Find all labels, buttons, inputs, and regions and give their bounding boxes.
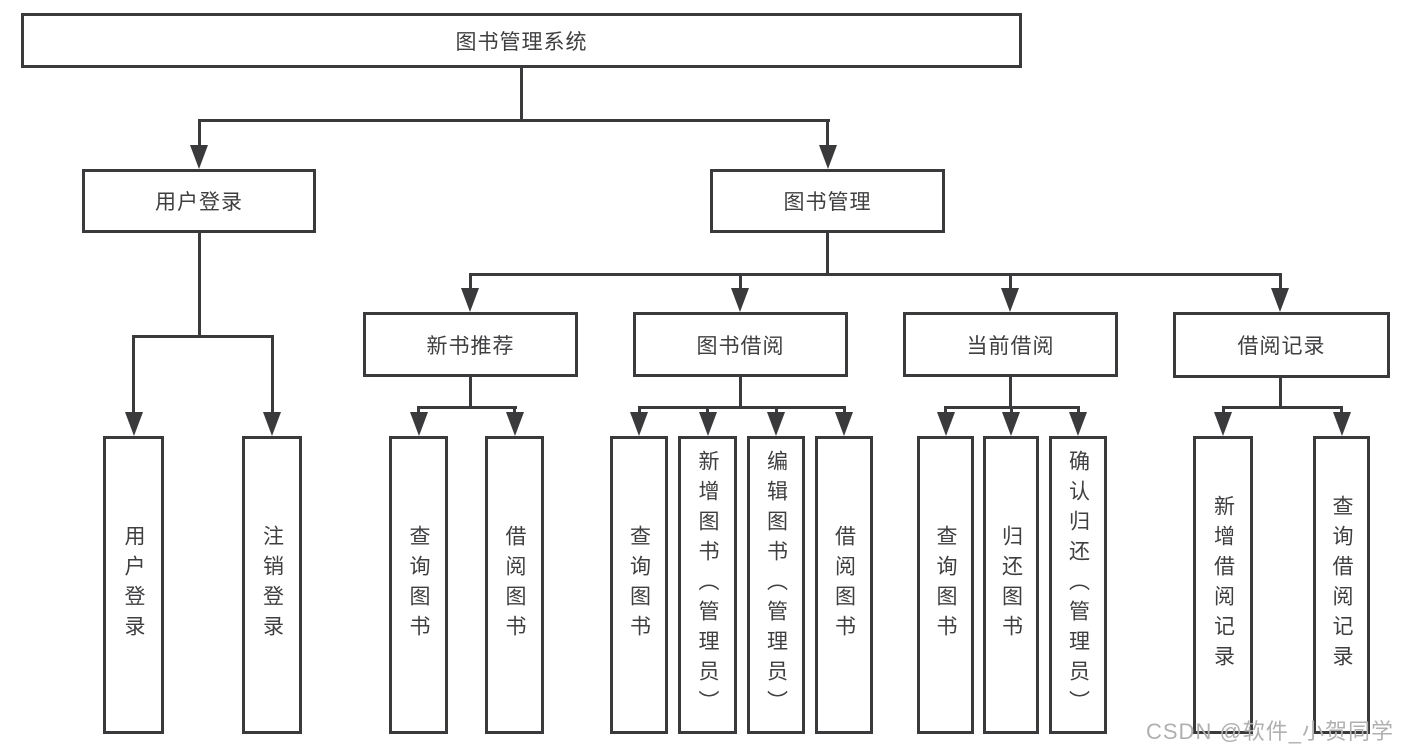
connector-arrow-down-icon <box>767 412 785 436</box>
connector-line <box>738 273 742 291</box>
csdn-watermark: CSDN @软件_小贺同学 <box>1146 719 1395 744</box>
node-current-borrowing: 当前借阅 <box>903 312 1118 377</box>
connector-line <box>826 119 829 152</box>
connector-line <box>520 68 523 120</box>
connector-arrow-down-icon <box>835 412 853 436</box>
connector-line <box>1008 273 1012 291</box>
leaf-query-books-recommend: 查询图书 <box>389 436 448 734</box>
node-borrowing-records: 借阅记录 <box>1173 312 1390 378</box>
connector-line <box>197 118 830 122</box>
leaf-add-borrow-record: 新增借阅记录 <box>1193 436 1253 734</box>
connector-line <box>1278 378 1282 409</box>
leaf-borrow-books-recommend: 借阅图书 <box>485 436 544 734</box>
connector-arrow-down-icon <box>1002 412 1020 436</box>
connector-line <box>738 377 742 409</box>
connector-line <box>1008 377 1012 409</box>
connector-line <box>468 272 1282 276</box>
connector-line <box>1076 406 1080 416</box>
connector-line <box>826 233 829 275</box>
connector-line <box>1221 405 1343 409</box>
connector-line <box>270 335 274 415</box>
connector-line <box>1009 406 1013 416</box>
connector-arrow-down-icon <box>698 412 717 436</box>
leaf-return-books: 归还图书 <box>983 436 1039 734</box>
connector-line <box>468 273 472 291</box>
connector-line <box>637 405 846 409</box>
leaf-user-login: 用户登录 <box>103 436 164 734</box>
leaf-query-books-current: 查询图书 <box>917 436 974 734</box>
connector-arrow-down-icon <box>936 412 955 436</box>
leaf-edit-book-admin: 编辑图书（管理员） <box>747 436 805 734</box>
connector-line <box>842 406 846 416</box>
connector-arrow-down-icon <box>190 145 208 169</box>
connector-line <box>417 406 420 416</box>
connector-line <box>513 406 516 416</box>
node-book-management: 图书管理 <box>710 169 945 233</box>
connector-arrow-down-icon <box>818 145 837 169</box>
connector-arrow-down-icon <box>1214 412 1232 436</box>
node-user-login: 用户登录 <box>82 169 316 233</box>
connector-arrow-down-icon <box>1271 288 1289 312</box>
leaf-query-books-borrowing: 查询图书 <box>610 436 668 734</box>
connector-line <box>132 334 274 338</box>
connector-line <box>1278 273 1282 291</box>
connector-line <box>468 377 472 409</box>
connector-arrow-down-icon <box>263 412 281 436</box>
connector-arrow-down-icon <box>731 288 749 312</box>
leaf-add-book-admin: 新增图书（管理员） <box>678 436 737 734</box>
leaf-borrow-books-borrowing: 借阅图书 <box>815 436 873 734</box>
connector-line <box>637 406 641 416</box>
connector-arrow-down-icon <box>461 288 479 312</box>
connector-arrow-down-icon <box>1332 412 1351 436</box>
leaf-confirm-return-admin: 确认归还（管理员） <box>1049 436 1107 734</box>
node-book-borrowing: 图书借阅 <box>633 312 848 377</box>
connector-line <box>944 406 947 416</box>
connector-arrow-down-icon <box>1069 412 1087 436</box>
node-library-system: 图书管理系统 <box>21 13 1022 68</box>
connector-arrow-down-icon <box>1001 288 1019 312</box>
leaf-query-borrow-record: 查询借阅记录 <box>1313 436 1370 734</box>
connector-arrow-down-icon <box>630 412 648 436</box>
connector-line <box>774 406 778 416</box>
connector-line <box>197 119 201 152</box>
connector-line <box>706 406 709 416</box>
connector-line <box>197 233 201 336</box>
connector-arrow-down-icon <box>505 412 524 436</box>
connector-line <box>417 405 517 409</box>
connector-line <box>1340 406 1343 416</box>
connector-arrow-down-icon <box>124 412 143 436</box>
node-new-book-recommendation: 新书推荐 <box>363 312 578 377</box>
connector-line <box>132 335 135 415</box>
connector-arrow-down-icon <box>409 412 428 436</box>
leaf-logout: 注销登录 <box>242 436 302 734</box>
connector-line <box>1221 406 1225 416</box>
